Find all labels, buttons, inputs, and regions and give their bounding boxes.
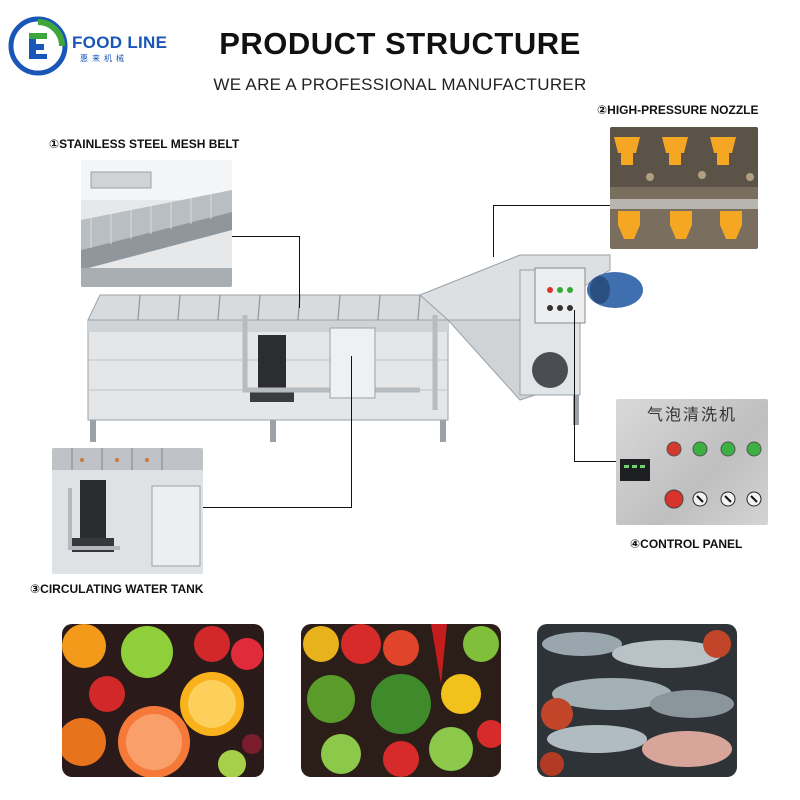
- label-mesh-belt: ①STAINLESS STEEL MESH BELT: [49, 137, 240, 151]
- leader-line-nozzle: [493, 205, 610, 206]
- page-title: PRODUCT STRUCTURE: [219, 26, 581, 61]
- control-panel-title: 气泡清洗机: [646, 405, 737, 424]
- brand-subtitle: 惠来机械: [80, 54, 128, 63]
- leader-line-mesh: [232, 236, 300, 237]
- leader-line-tank-vertical: [351, 356, 352, 508]
- leader-line-panel: [574, 461, 616, 462]
- nozzle-photo: [610, 127, 758, 249]
- water-tank-photo: [52, 448, 203, 574]
- fruits-photo: [62, 624, 264, 777]
- seafood-photo: [537, 624, 737, 777]
- mesh-belt-photo: [81, 160, 232, 287]
- leader-line-panel-vertical: [574, 310, 575, 462]
- washing-machine-illustration: [87, 254, 643, 442]
- food-line-logo-icon: [8, 16, 68, 76]
- label-nozzle: ②HIGH-PRESSURE NOZZLE: [597, 103, 759, 117]
- label-water-tank: ③CIRCULATING WATER TANK: [30, 582, 204, 596]
- control-panel-photo: 气泡清洗机: [616, 399, 768, 525]
- control-panel-buttons: [620, 441, 762, 509]
- leader-line-mesh-vertical: [299, 236, 300, 308]
- leader-line-nozzle-vertical: [493, 205, 494, 257]
- vegetables-photo: [301, 624, 501, 777]
- leader-line-tank: [203, 507, 352, 508]
- label-control-panel: ④CONTROL PANEL: [630, 537, 743, 551]
- page-subtitle: WE ARE A PROFESSIONAL MANUFACTURER: [213, 75, 587, 94]
- brand-name: FOOD LINE: [72, 33, 168, 52]
